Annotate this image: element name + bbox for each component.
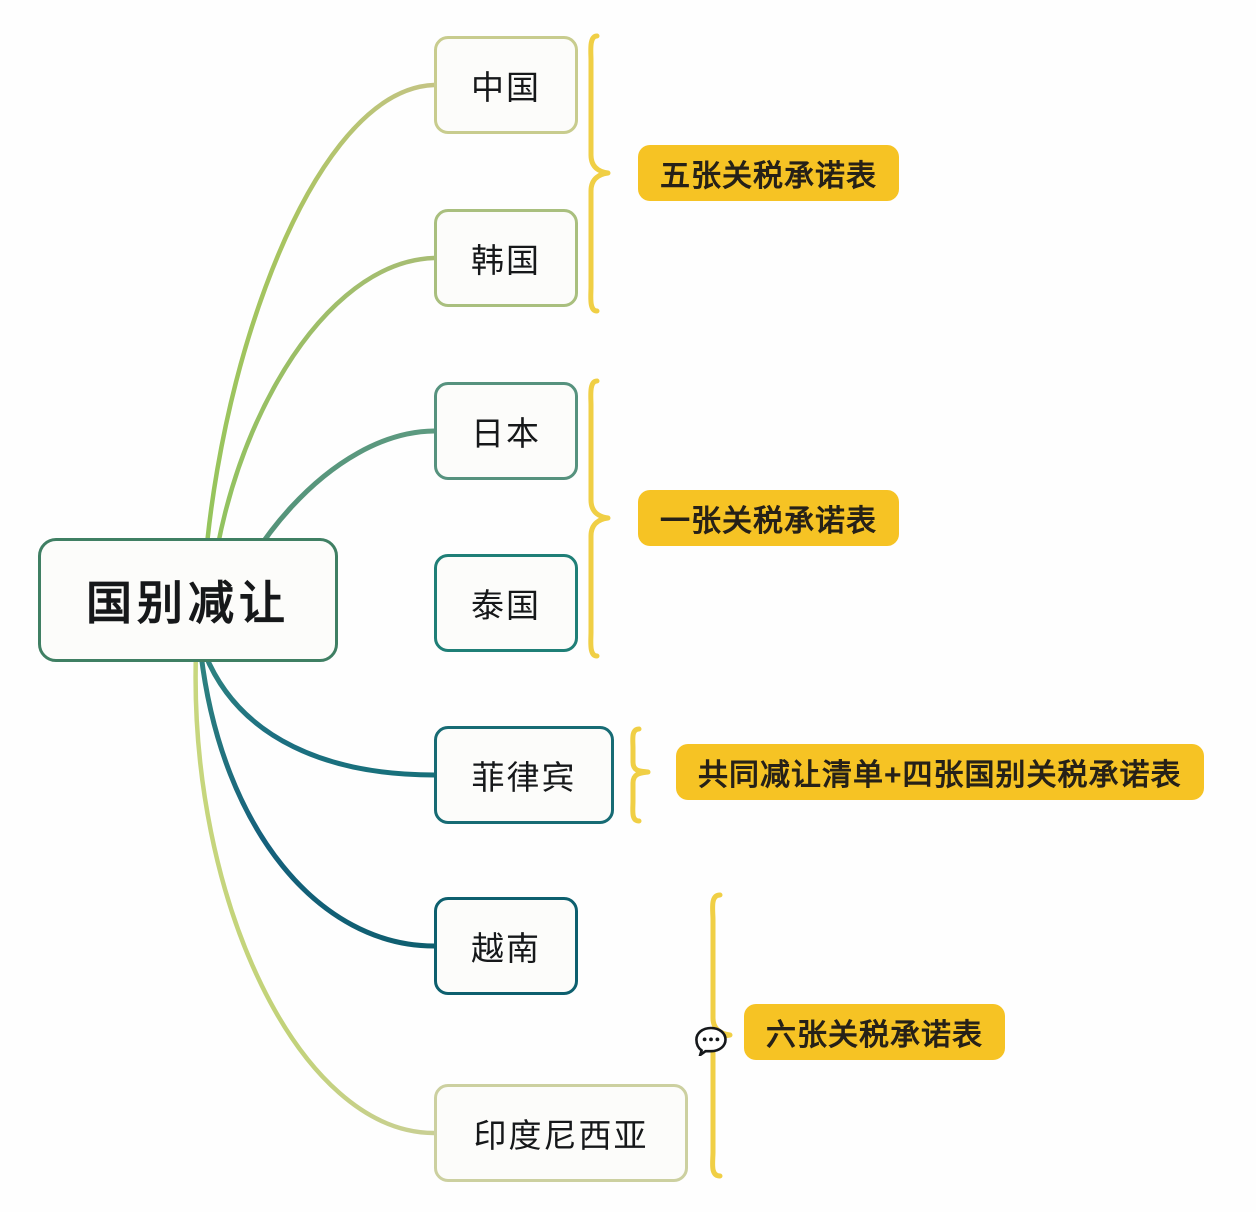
node-indonesia-label: 印度尼西亚 [473,1117,649,1154]
node-korea[interactable]: 韩国 [434,209,578,307]
group-tag-2[interactable]: 一张关税承诺表 [638,490,899,546]
group-tag-1[interactable]: 五张关税承诺表 [638,145,899,201]
group-tag-4[interactable]: 六张关税承诺表 [744,1004,1005,1060]
node-japan-label: 日本 [471,415,541,452]
edge-root-vietnam [198,651,437,949]
group-tag-1-label: 五张关税承诺表 [660,160,877,193]
root-node-label: 国别减让 [86,577,290,629]
node-china[interactable]: 中国 [434,36,578,134]
brace-group-2 [588,378,611,659]
node-philippines-label: 菲律宾 [471,759,577,796]
comment-ellipsis-icon[interactable] [694,1026,728,1056]
edge-root-philippines [202,651,437,778]
node-thailand-label: 泰国 [471,587,541,624]
root-node[interactable]: 国别减让 [38,538,338,662]
brace-group-1 [588,33,611,314]
brace-group-3 [630,726,651,824]
node-china-label: 中国 [471,69,541,106]
edge-root-indonesia [193,649,437,1136]
node-vietnam-label: 越南 [471,930,541,967]
node-thailand[interactable]: 泰国 [434,554,578,652]
group-tag-3-label: 共同减让清单+四张国别关税承诺表 [698,759,1182,792]
node-vietnam[interactable]: 越南 [434,897,578,995]
node-philippines[interactable]: 菲律宾 [434,726,614,824]
node-korea-label: 韩国 [471,242,541,279]
node-japan[interactable]: 日本 [434,382,578,480]
group-tag-3[interactable]: 共同减让清单+四张国别关税承诺表 [676,744,1204,800]
group-tag-4-label: 六张关税承诺表 [766,1019,983,1052]
group-tag-2-label: 一张关税承诺表 [660,505,877,538]
page-title: 国别减让 [0,21,1,22]
node-indonesia[interactable]: 印度尼西亚 [434,1084,688,1182]
